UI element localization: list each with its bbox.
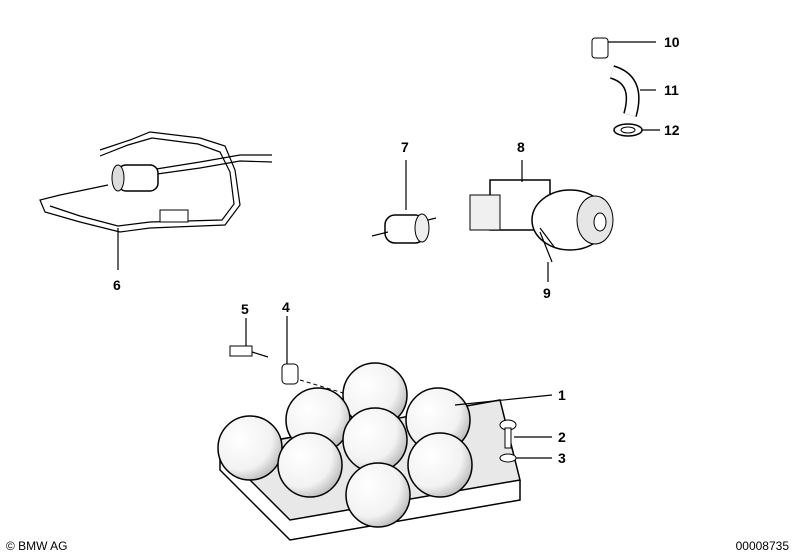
fitting-parts-10-12 xyxy=(591,37,660,137)
callout-3: 3 xyxy=(558,450,566,466)
callout-10: 10 xyxy=(664,34,680,50)
callout-8: 8 xyxy=(517,139,525,155)
callout-7: 7 xyxy=(401,139,409,155)
callout-1: 1 xyxy=(558,387,566,403)
copyright-label: © BMW AG xyxy=(6,539,68,553)
spherical-container-tray xyxy=(217,362,553,541)
callout-12: 12 xyxy=(664,122,680,138)
callout-6: 6 xyxy=(113,277,121,293)
screw-washer-parts-2-3 xyxy=(499,419,552,463)
callout-11: 11 xyxy=(664,82,679,98)
callout-4: 4 xyxy=(282,299,290,315)
pump-part-7 xyxy=(371,160,437,244)
valve-assembly-part-8 xyxy=(469,160,614,282)
fuel-filter-hose-assembly xyxy=(39,131,273,270)
connector-parts-4-5 xyxy=(229,316,351,396)
document-id-label: 00008735 xyxy=(735,539,789,553)
callout-9: 9 xyxy=(543,285,551,301)
callout-2: 2 xyxy=(558,429,566,445)
callout-5: 5 xyxy=(241,301,249,317)
